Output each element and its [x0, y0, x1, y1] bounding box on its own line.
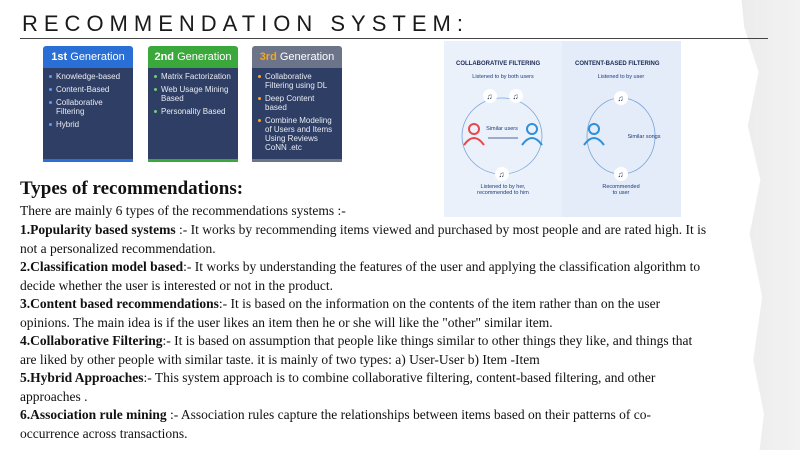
- type-name: 2.Classification model based: [20, 259, 184, 274]
- content-top-label: Listened to by user: [597, 74, 645, 80]
- generation-label: Generation: [276, 51, 335, 63]
- generation-label: Generation: [174, 51, 232, 63]
- svg-text:♫: ♫: [513, 92, 519, 101]
- generation-card-3: 3rd Generation Collaborative Filtering u…: [252, 46, 342, 162]
- type-name: 5.Hybrid Approaches: [20, 370, 144, 385]
- content-bottom-label: Recommended to user: [602, 184, 640, 196]
- diagram-graphics: ♫ ♫ ♫ ♫ ♫: [461, 41, 681, 217]
- generation-card-header: 3rd Generation: [252, 46, 342, 68]
- collab-cycle: [461, 97, 543, 175]
- torn-paper-decoration: [741, 0, 800, 450]
- collab-mid-label: Similar users: [486, 126, 518, 132]
- user-icon-red: [463, 123, 485, 146]
- type-name: 1.Popularity based systems: [20, 222, 176, 237]
- music-note-icon: ♫ ♫ ♫: [483, 89, 523, 181]
- page-title: RECOMMENDATION SYSTEM:: [22, 11, 469, 36]
- list-item: Matrix Factorization: [154, 72, 234, 81]
- list-item: Personality Based: [154, 107, 234, 116]
- title-divider: [20, 38, 768, 39]
- generation-label: Generation: [67, 51, 125, 63]
- type-description: :- Association rules capture the relatio…: [20, 407, 651, 441]
- collab-title: COLLABORATIVE FILTERING: [456, 61, 541, 67]
- content-title: CONTENT-BASED FILTERING: [575, 61, 660, 67]
- intro-text: There are mainly 6 types of the recommen…: [20, 203, 346, 218]
- type-name: 3.Content based recommendations: [20, 296, 219, 311]
- list-item: 6.Association rule mining :- Association…: [20, 406, 710, 443]
- type-name: 4.Collaborative Filtering: [20, 333, 163, 348]
- list-item: Deep Content based: [258, 94, 338, 112]
- svg-text:♫: ♫: [618, 94, 624, 103]
- collab-top-label: Listened to by both users: [472, 74, 534, 80]
- music-note-icon: ♫ ♫: [614, 91, 628, 181]
- list-item: 5.Hybrid Approaches:- This system approa…: [20, 369, 710, 406]
- list-item: Content-Based: [49, 85, 129, 94]
- list-item: Collaborative Filtering: [49, 98, 129, 116]
- user-icon-blue: [583, 123, 605, 146]
- generation-card-2: 2nd Generation Matrix Factorization Web …: [148, 46, 238, 162]
- svg-text:♫: ♫: [618, 170, 624, 179]
- generation-card-header: 2nd Generation: [148, 46, 238, 68]
- list-item: Hybrid: [49, 120, 129, 129]
- list-item: Web Usage Mining Based: [154, 85, 234, 103]
- generation-card-1: 1st Generation Knowledge-based Content-B…: [43, 46, 133, 162]
- list-item: Collaborative Filtering using DL: [258, 72, 338, 90]
- user-icon-blue: [521, 123, 543, 146]
- list-item: 2.Classification model based:- It works …: [20, 258, 710, 295]
- svg-text:♫: ♫: [499, 170, 505, 179]
- generation-number: 3rd: [259, 51, 277, 63]
- type-description: :- This system approach is to combine co…: [20, 370, 656, 404]
- generation-number: 1st: [51, 51, 68, 63]
- generation-card-header: 1st Generation: [43, 46, 133, 68]
- list-item: Knowledge-based: [49, 72, 129, 81]
- list-item: 4.Collaborative Filtering:- It is based …: [20, 332, 710, 369]
- type-description: :- It is based on assumption that people…: [20, 333, 693, 367]
- type-description: :- It is based on the information on the…: [20, 296, 661, 330]
- list-item: 1.Popularity based systems :- It works b…: [20, 221, 710, 258]
- section-heading: Types of recommendations:: [20, 178, 244, 199]
- collab-bottom-label: Listened to by her, recommended to him: [477, 184, 529, 196]
- content-mid-label: Similar songs: [627, 134, 661, 140]
- content-panel-bg: [562, 41, 681, 217]
- list-item: 3.Content based recommendations:- It is …: [20, 295, 710, 332]
- generation-number: 2nd: [154, 51, 175, 63]
- filtering-diagram: ♫ ♫ ♫ ♫ ♫ COLLABORATIVE FILTERING CONTEN…: [444, 41, 681, 217]
- type-description: :- It works by understanding the feature…: [20, 259, 701, 293]
- type-name: 6.Association rule mining: [20, 407, 167, 422]
- svg-text:♫: ♫: [487, 92, 493, 101]
- type-description: :- It works by recommending items viewed…: [20, 222, 707, 256]
- list-item: Combine Modeling of Users and Items Usin…: [258, 116, 338, 152]
